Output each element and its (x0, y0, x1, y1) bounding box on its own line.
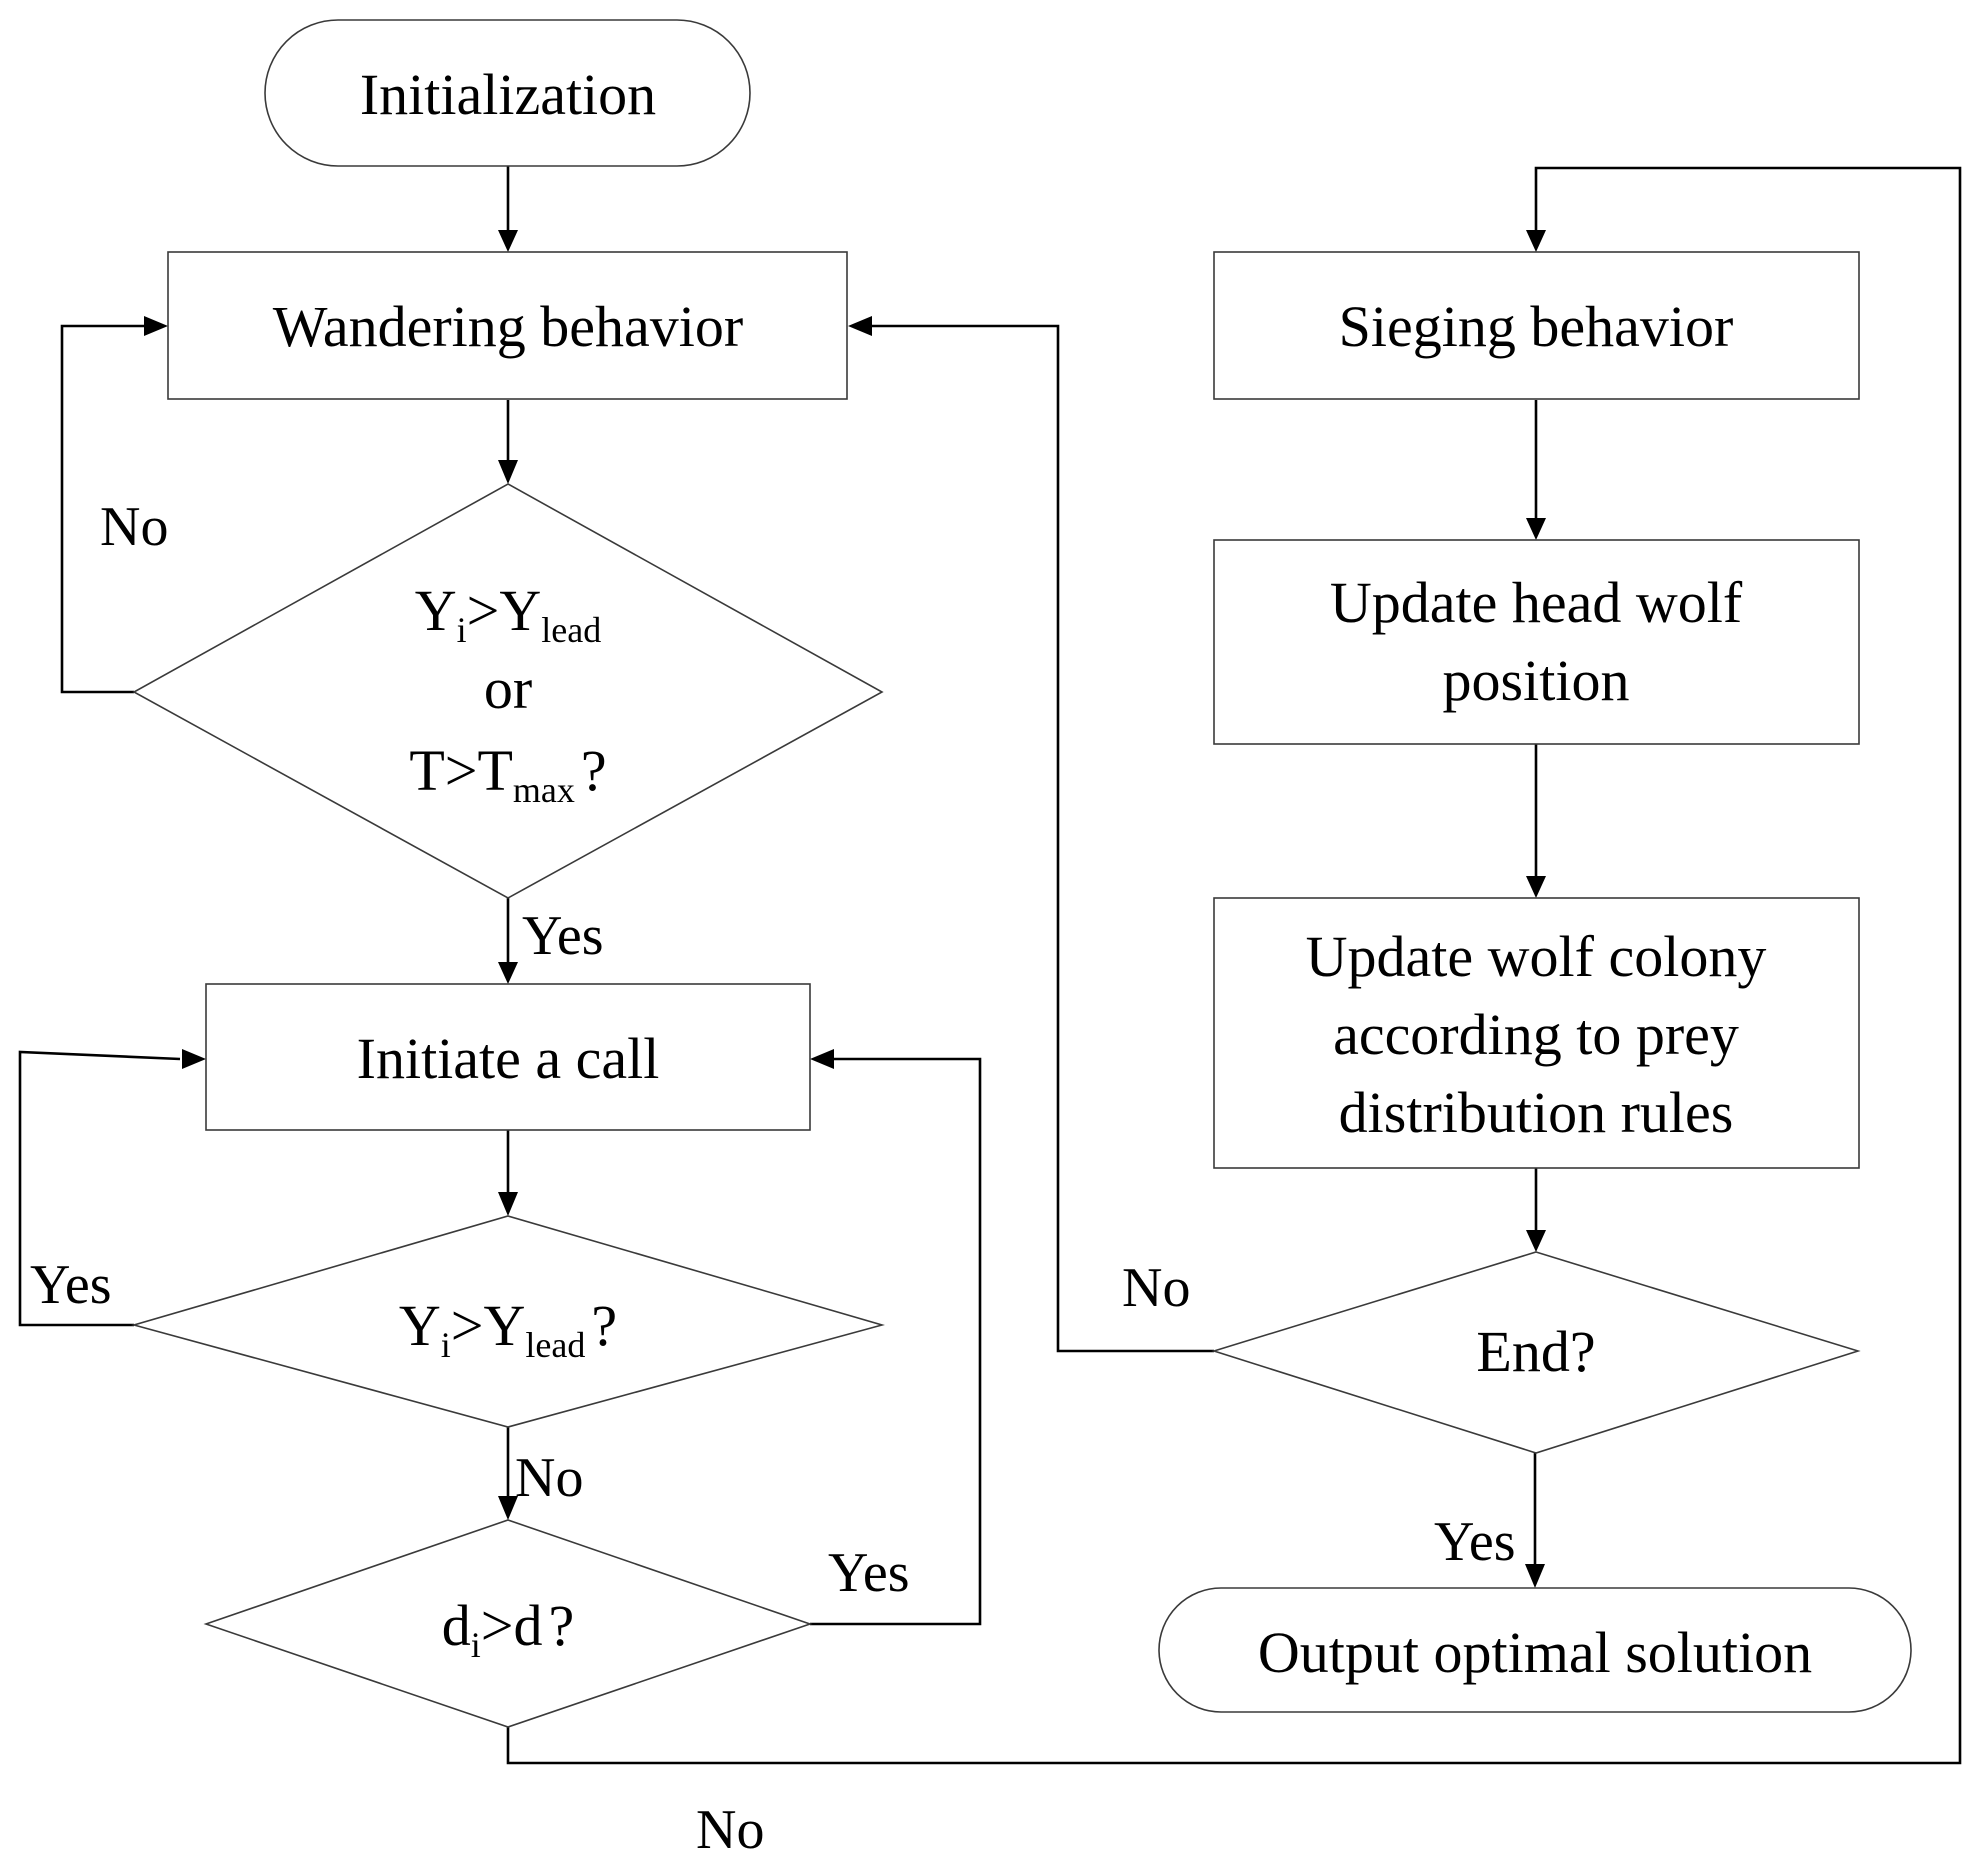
edge-label-decision2-yes: Yes (30, 1254, 111, 1316)
edge-label-decision2-no: No (515, 1447, 583, 1509)
arrowhead-into-wandering-top (498, 230, 518, 252)
arrowhead-into-wandering-left (144, 316, 168, 336)
output-optimal-solution-terminal: Output optimal solution (1158, 1587, 1912, 1713)
sieging-behavior-box: Sieging behavior (1213, 251, 1860, 400)
initiate-call-box: Initiate a call (205, 983, 811, 1131)
arrowhead-into-update-colony (1526, 876, 1546, 898)
arrowheads (144, 230, 1546, 1588)
decision1-line2: or (484, 656, 532, 721)
wandering-behavior-label: Wandering behavior (273, 294, 743, 359)
sieging-behavior-label: Sieging behavior (1339, 294, 1734, 359)
update-wolf-colony-box: Update wolf colony according to prey dis… (1213, 897, 1860, 1169)
update-head-line2: position (1443, 648, 1630, 713)
output-optimal-solution-label: Output optimal solution (1258, 1620, 1812, 1685)
arrowhead-into-decision3 (498, 1496, 518, 1520)
edge-label-end-no: No (1122, 1257, 1190, 1319)
decision-di-d: di>d? (203, 1519, 813, 1728)
arrowhead-into-initiate-right (810, 1049, 834, 1069)
end-decision-label: End? (1476, 1319, 1595, 1384)
decision1-line1: Yi>Ylead (415, 578, 601, 650)
decision-yi-ylead-or-t-tmax: Yi>Ylead or T>Tmax? (132, 483, 884, 899)
edge-label-end-yes: Yes (1434, 1511, 1515, 1573)
edge-label-decision1-yes: Yes (522, 905, 603, 967)
update-colony-line2: according to prey (1333, 1002, 1739, 1067)
arrowhead-into-output (1525, 1564, 1545, 1588)
wandering-behavior-box: Wandering behavior (167, 251, 848, 400)
arrowhead-into-initiate-left (182, 1049, 206, 1069)
update-colony-line3: distribution rules (1339, 1080, 1734, 1145)
edge-decision3-yes-loop (810, 1057, 982, 1626)
connectors (18, 166, 1962, 1765)
update-head-wolf-box: Update head wolf position (1213, 539, 1860, 745)
decision1-line3: T>Tmax? (409, 738, 606, 810)
arrowhead-into-end-decision (1526, 1230, 1546, 1252)
edge-label-decision1-no: No (100, 496, 168, 558)
edge-decision3-no-loop (506, 166, 1962, 1765)
arrowhead-into-sieging-top (1526, 230, 1546, 252)
arrowhead-into-decision1 (498, 460, 518, 484)
edge-labels: No Yes Yes No Yes No No Yes (30, 496, 1515, 1861)
edge-label-decision3-yes: Yes (828, 1542, 909, 1604)
initiate-call-label: Initiate a call (357, 1026, 660, 1091)
decision3-label: di>d? (442, 1593, 574, 1665)
arrowhead-into-update-head (1526, 518, 1546, 540)
edge-end-no-loop (868, 324, 1214, 1353)
arrowhead-into-wandering-right (848, 316, 872, 336)
initialization-terminal: Initialization (264, 19, 751, 167)
update-head-line1: Update head wolf (1330, 570, 1743, 635)
initialization-label: Initialization (360, 62, 656, 127)
arrowhead-into-decision2 (498, 1192, 518, 1216)
arrowhead-into-initiate-top (498, 962, 518, 984)
edge-decision2-yes-loop (18, 1050, 181, 1327)
decision-yi-ylead: Yi>Ylead? (131, 1215, 885, 1428)
decision2-label: Yi>Ylead? (399, 1293, 617, 1365)
end-decision: End? (1211, 1251, 1861, 1454)
update-colony-line1: Update wolf colony (1306, 924, 1767, 989)
edge-decision1-no-loop (60, 324, 148, 694)
edge-label-decision3-no: No (696, 1799, 764, 1861)
